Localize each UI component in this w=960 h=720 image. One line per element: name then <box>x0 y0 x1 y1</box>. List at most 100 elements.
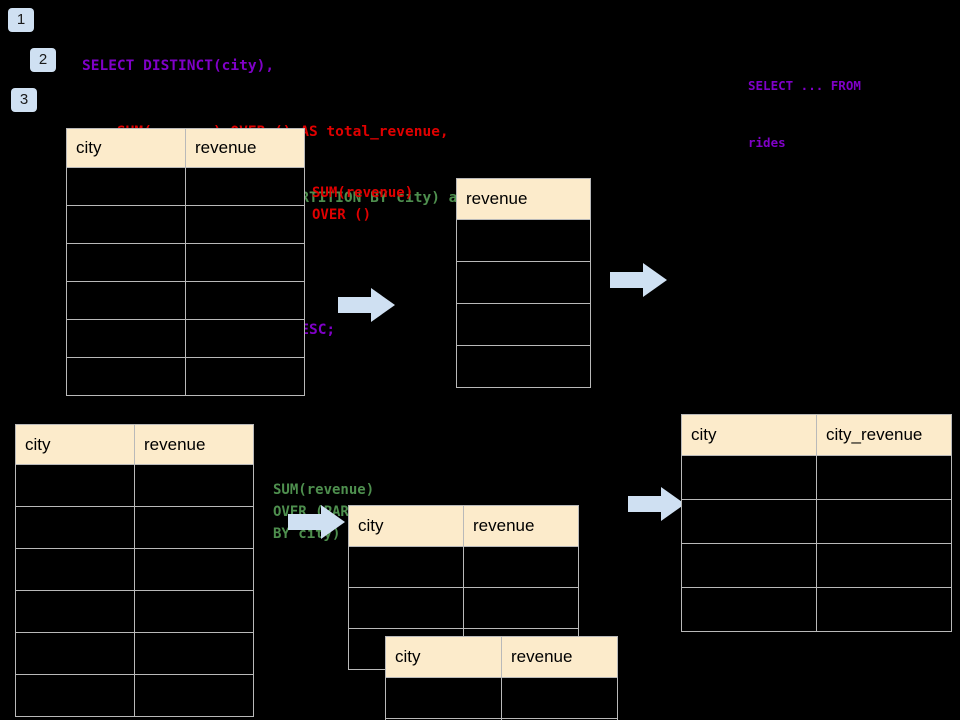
table-row <box>681 455 952 500</box>
table-cell <box>66 357 186 396</box>
table-cell <box>15 506 135 549</box>
table-header-row: city city_revenue <box>681 414 952 456</box>
column-header-city: city <box>15 424 135 465</box>
table-cell <box>66 319 186 358</box>
rides-source-table-partition: city revenue <box>15 424 254 717</box>
total-revenue-table: revenue <box>456 178 591 388</box>
table-row <box>681 499 952 544</box>
arrow-shaft <box>628 496 664 512</box>
table-cell <box>681 543 817 588</box>
table-cell <box>681 587 817 632</box>
arrow-head <box>643 263 667 297</box>
table-cell <box>348 587 464 629</box>
table-cell <box>134 464 254 507</box>
column-header-city: city <box>66 128 186 168</box>
column-header-revenue: revenue <box>501 636 618 678</box>
sql-line-select: SELECT DISTINCT(city), <box>82 58 275 74</box>
table-row <box>348 546 579 588</box>
rides-source-table: city revenue <box>66 128 305 396</box>
column-header-city: city <box>681 414 817 456</box>
table-cell <box>66 281 186 320</box>
arrow-shaft <box>610 272 646 288</box>
table-row <box>15 464 254 507</box>
column-header-revenue: revenue <box>456 178 591 220</box>
side-note-line-1: SELECT ... FROM <box>748 78 861 93</box>
table-cell <box>463 587 579 629</box>
table-row <box>385 677 618 719</box>
step-badge-1: 1 <box>8 8 34 32</box>
table-cell <box>15 674 135 717</box>
side-note-select-from: SELECT ... FROM rides <box>748 38 861 190</box>
table-cell <box>348 546 464 588</box>
city-revenue-result-table: city city_revenue <box>681 414 952 632</box>
table-cell <box>456 261 591 304</box>
table-row <box>456 303 591 346</box>
table-cell <box>15 632 135 675</box>
table-cell <box>185 243 305 282</box>
step-badge-3: 3 <box>11 88 37 112</box>
table-cell <box>134 506 254 549</box>
table-cell <box>66 167 186 206</box>
table-row <box>66 319 305 358</box>
table-cell <box>66 205 186 244</box>
table-cell <box>15 464 135 507</box>
arrow-head <box>321 505 345 539</box>
table-row <box>15 674 254 717</box>
arrow-source-to-total <box>338 288 395 322</box>
table-row <box>66 243 305 282</box>
table-cell <box>456 303 591 346</box>
partition-group-table-front: city revenue <box>385 636 618 720</box>
table-row <box>66 167 305 206</box>
annotation-total-window: SUM(revenue) OVER () <box>312 138 413 270</box>
arrow-partition-to-result <box>628 487 685 521</box>
table-row <box>66 281 305 320</box>
table-row <box>15 548 254 591</box>
column-header-city-revenue: city_revenue <box>816 414 952 456</box>
table-cell <box>816 543 952 588</box>
arrow-shaft <box>338 297 374 313</box>
table-cell <box>681 499 817 544</box>
table-row <box>456 345 591 388</box>
table-row <box>66 357 305 396</box>
table-row <box>15 590 254 633</box>
table-row <box>348 587 579 629</box>
arrow-source-to-partition <box>288 505 345 539</box>
column-header-revenue: revenue <box>185 128 305 168</box>
table-cell <box>456 219 591 262</box>
table-row <box>681 587 952 632</box>
table-row <box>15 506 254 549</box>
table-cell <box>185 281 305 320</box>
table-cell <box>185 167 305 206</box>
table-cell <box>501 677 618 719</box>
table-cell <box>816 499 952 544</box>
table-cell <box>185 319 305 358</box>
column-header-city: city <box>348 505 464 547</box>
table-cell <box>681 455 817 500</box>
table-cell <box>134 674 254 717</box>
column-header-city: city <box>385 636 502 678</box>
table-cell <box>185 205 305 244</box>
table-cell <box>463 546 579 588</box>
table-cell <box>15 590 135 633</box>
table-cell <box>66 243 186 282</box>
column-header-revenue: revenue <box>134 424 254 465</box>
table-cell <box>501 718 618 720</box>
arrow-head <box>371 288 395 322</box>
table-header-row: revenue <box>456 178 591 220</box>
table-header-row: city revenue <box>15 424 254 465</box>
table-cell <box>134 548 254 591</box>
side-note-line-2: rides <box>748 135 786 150</box>
table-row <box>385 718 618 720</box>
table-cell <box>816 455 952 500</box>
table-row <box>456 261 591 304</box>
table-header-row: city revenue <box>385 636 618 678</box>
table-cell <box>456 345 591 388</box>
arrow-shaft <box>288 514 324 530</box>
step-badge-2: 2 <box>30 48 56 72</box>
table-header-row: city revenue <box>348 505 579 547</box>
table-cell <box>385 677 502 719</box>
table-row <box>66 205 305 244</box>
table-row <box>15 632 254 675</box>
table-cell <box>185 357 305 396</box>
